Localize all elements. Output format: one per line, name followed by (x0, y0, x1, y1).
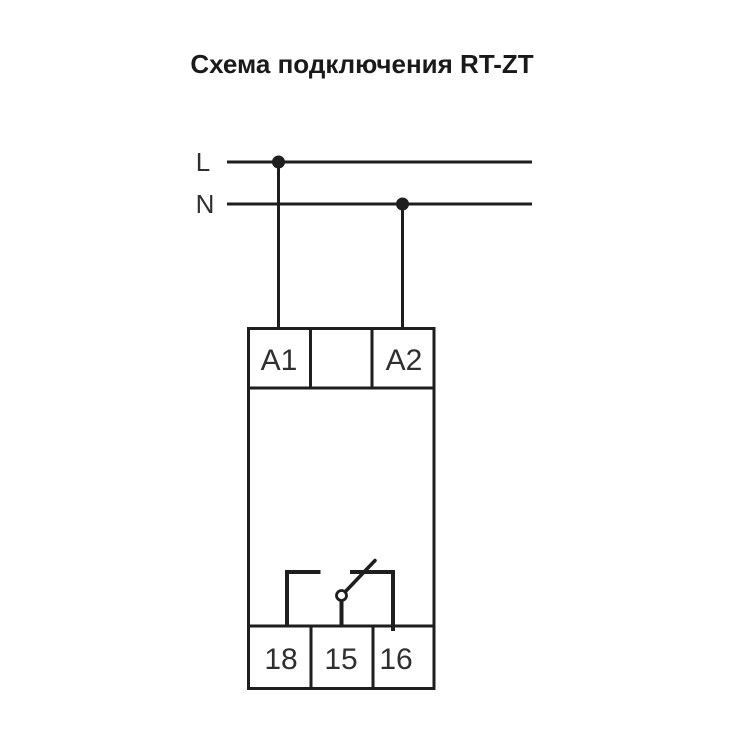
power-rails: L N (196, 147, 532, 330)
page-title: Схема подключения RT-ZT (190, 49, 534, 79)
relay-device: A1 A2 18 15 16 (247, 327, 436, 690)
contact-pivot-circle (335, 589, 348, 602)
l-rail-label: L (196, 147, 210, 177)
contact-bracket-18 (285, 570, 321, 626)
contact-arm (343, 558, 377, 594)
n-rail-label: N (196, 189, 215, 219)
terminal-a2-label: A2 (386, 344, 423, 377)
terminal-15-label: 15 (324, 643, 357, 676)
n-junction-dot-icon (396, 197, 409, 211)
relay-contact-icon (285, 558, 395, 631)
device-outline (247, 327, 436, 690)
terminal-16-label: 16 (379, 643, 412, 676)
terminal-18-label: 18 (264, 643, 297, 676)
l-junction-dot-icon (272, 155, 285, 169)
terminal-a1-label: A1 (261, 344, 298, 377)
